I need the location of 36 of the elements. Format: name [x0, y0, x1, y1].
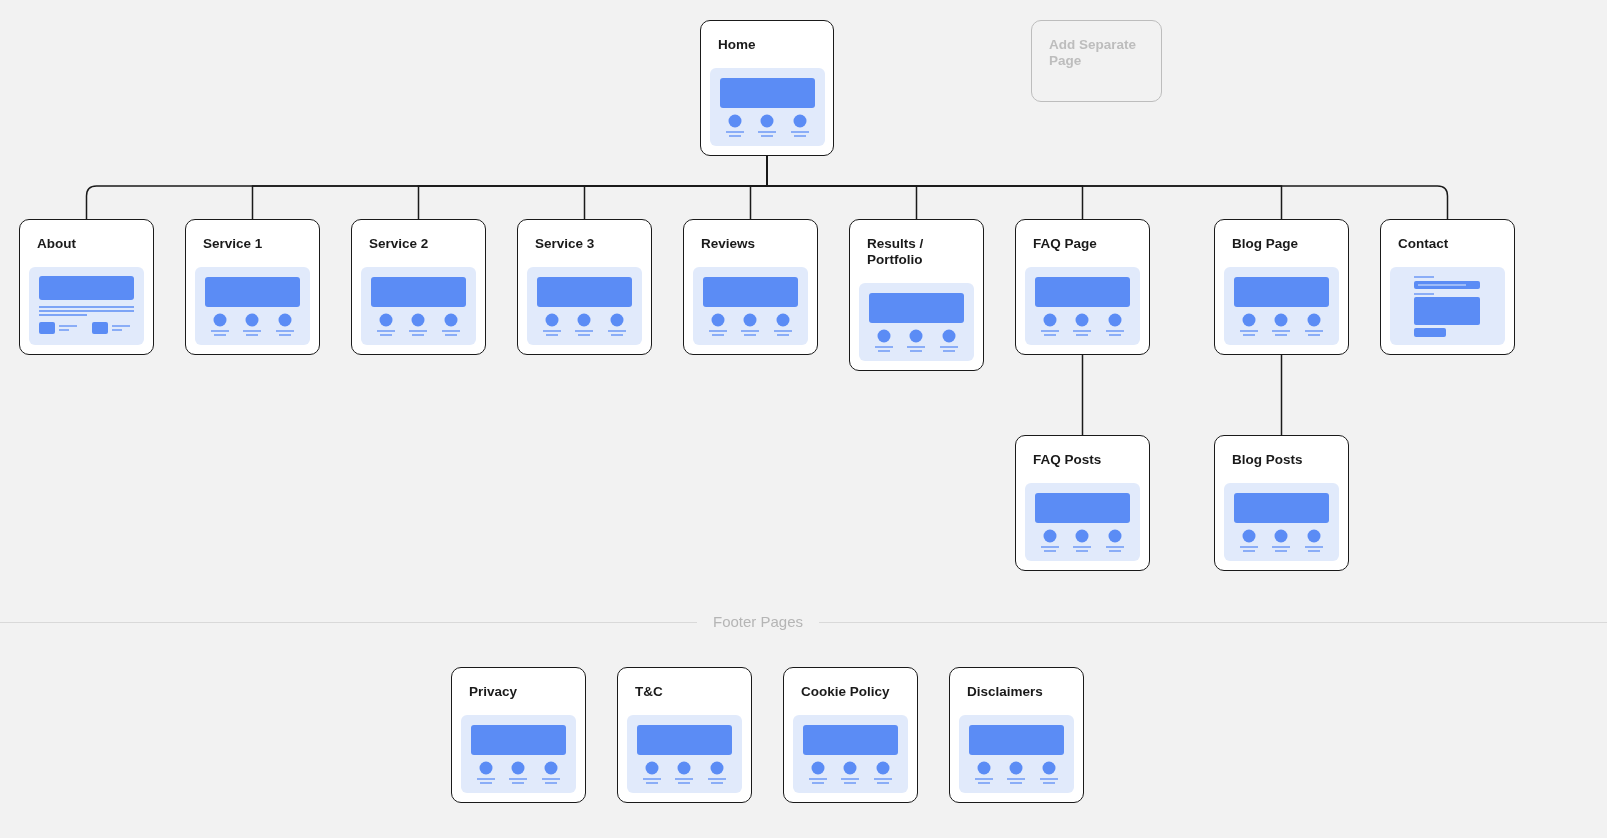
- page-title: Cookie Policy: [800, 684, 891, 700]
- page-title: Reviews: [700, 236, 757, 252]
- page-title: Blog Posts: [1231, 452, 1304, 468]
- page-title: FAQ Page: [1032, 236, 1098, 252]
- page-title: Contact: [1397, 236, 1450, 252]
- connector-line: [1280, 354, 1283, 436]
- page-card: [1214, 219, 1349, 355]
- page-title: Blog Page: [1231, 236, 1299, 252]
- page-title: FAQ Posts: [1032, 452, 1103, 468]
- page-title: Results / Portfolio: [866, 236, 925, 268]
- page-card: [351, 219, 486, 355]
- page-card: [19, 219, 154, 355]
- page-card: [617, 667, 752, 803]
- page-card: [700, 20, 834, 156]
- page-card: [849, 219, 984, 371]
- page-card: [949, 667, 1084, 803]
- page-title: About: [36, 236, 77, 252]
- page-card: [783, 667, 918, 803]
- page-card: [451, 667, 586, 803]
- placeholder-page-card: [1031, 20, 1162, 102]
- page-card: [1380, 219, 1515, 355]
- page-title: Service 3: [534, 236, 596, 252]
- section-label: Footer Pages: [712, 612, 805, 632]
- page-card: [1015, 219, 1150, 355]
- page-card: [683, 219, 818, 355]
- connector-line: [1081, 354, 1084, 436]
- page-title: T&C: [634, 684, 664, 700]
- page-title: Disclaimers: [966, 684, 1044, 700]
- page-card: [1214, 435, 1349, 571]
- page-title: Service 2: [368, 236, 430, 252]
- page-title: Home: [717, 37, 757, 53]
- page-card: [517, 219, 652, 355]
- page-card: [185, 219, 320, 355]
- page-title: Privacy: [468, 684, 519, 700]
- page-title: Service 1: [202, 236, 264, 252]
- page-card: [1015, 435, 1150, 571]
